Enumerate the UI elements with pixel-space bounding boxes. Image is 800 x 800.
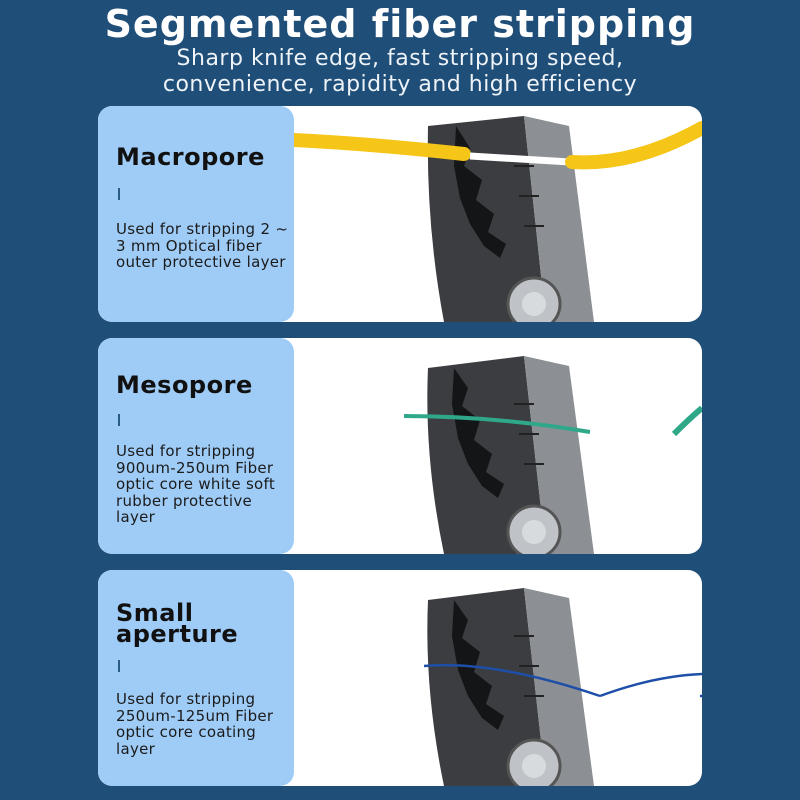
- card-description: Used for stripping 2 ~ 3 mm Optical fibe…: [116, 220, 289, 271]
- card-small-aperture: Small aperture Used for stripping 250um-…: [98, 570, 702, 786]
- card-macropore: Macropore Used for stripping 2 ~ 3 mm Op…: [98, 106, 702, 322]
- card-description: Used for stripping 900um-250um Fiber opt…: [116, 442, 276, 526]
- card-text-panel: Mesopore Used for stripping 900um-250um …: [98, 338, 294, 554]
- subtitle-line-1: Sharp knife edge, fast stripping speed,: [176, 46, 624, 71]
- card-heading: Mesopore: [116, 371, 253, 399]
- card-text-panel: Macropore Used for stripping 2 ~ 3 mm Op…: [98, 106, 294, 322]
- subtitle-line-2: convenience, rapidity and high efficienc…: [162, 72, 638, 97]
- card-mesopore: Mesopore Used for stripping 900um-250um …: [98, 338, 702, 554]
- card-text-panel: Small aperture Used for stripping 250um-…: [98, 570, 294, 786]
- stripper-tool-image: [403, 356, 702, 554]
- card-heading-line-2: aperture: [116, 620, 239, 648]
- divider-mark: [118, 660, 120, 672]
- card-heading: Macropore: [116, 143, 265, 171]
- stripper-tool-image: [423, 588, 702, 786]
- divider-mark: [118, 414, 120, 426]
- card-heading-line-1: Small: [116, 599, 194, 627]
- card-description: Used for stripping 250um-125um Fiber opt…: [116, 690, 274, 758]
- divider-mark: [118, 188, 120, 200]
- stripper-tool-image: [294, 116, 702, 322]
- page-title: Segmented fiber stripping: [104, 2, 696, 46]
